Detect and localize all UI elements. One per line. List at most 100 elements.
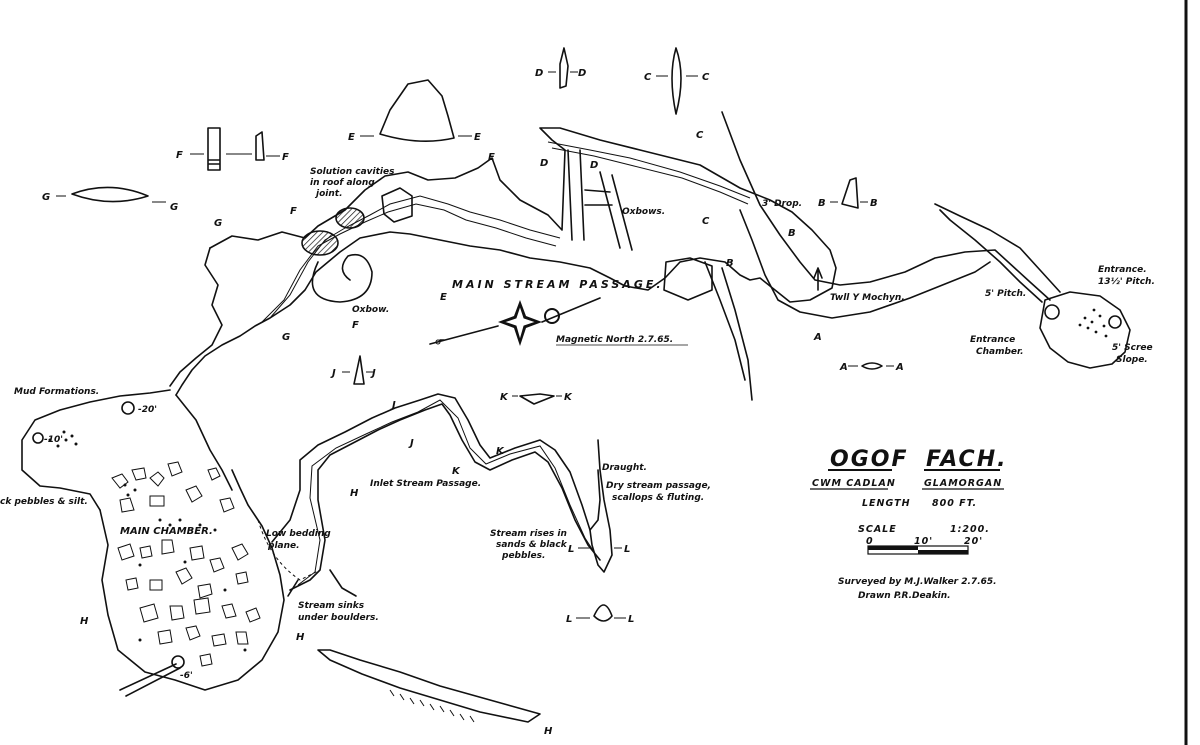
mud-formation-inner [175,394,233,491]
low-bedding-label-2: plane. [267,541,300,551]
drawn-by: Drawn P.R.Deakin. [858,591,951,601]
cave-name-1: OGOF [830,447,909,472]
pot-20ft [121,401,135,415]
svg-text:H: H [544,726,553,737]
svg-text:G: G [170,202,178,213]
svg-text:B: B [726,258,734,269]
svg-text:A: A [839,362,848,373]
east-passage-upper [721,111,1051,301]
scale-bar [867,545,969,555]
section-c-shape [671,47,682,115]
rock-block-2 [663,257,713,301]
svg-text:B: B [788,228,796,239]
svg-text:L: L [568,544,574,555]
depth-20-label: -20' [138,405,157,415]
svg-text:K: K [564,392,573,403]
oxbow-links [567,149,633,251]
section-k-shape [519,393,555,405]
svg-text:B: B [818,198,826,209]
svg-text:E: E [440,292,447,303]
svg-text:K: K [452,466,461,477]
svg-text:L: L [628,614,634,625]
length-value: 800 FT. [932,498,977,509]
dry-stream-label-1: Dry stream passage, [606,481,711,491]
scree-slope-label-1: 5' Scree [1112,343,1153,353]
rock-block [381,187,413,223]
svg-text:J: J [330,368,336,379]
depth-6-label: -6' [180,671,193,681]
scale-tick-20: 20' [964,536,983,547]
oxbow-loop-west [311,253,373,303]
title-block: OGOF FACH. CWM CADLAN GLAMORGAN LENGTH 8… [810,447,1005,601]
svg-text:G: G [42,192,50,203]
svg-text:C: C [696,130,704,141]
section-g-shape [71,186,149,203]
solution-cavities-2: in roof along [310,178,375,188]
upper-stream-line [547,141,751,205]
section-d-shape [559,47,569,89]
svg-text:G: G [214,218,222,229]
svg-text:D: D [535,68,543,79]
entrance-pitch-label-1: Entrance. [1098,265,1147,275]
section-f-shape-1 [207,127,221,171]
svg-text:G: G [282,332,290,343]
north-arrow-label: Magnetic North 2.7.65. [556,335,673,345]
stream-sinks-label-2: under boulders. [298,613,379,623]
svg-text:E: E [474,132,481,143]
entrance-chamber [1039,291,1131,369]
scree-dots [1078,308,1108,338]
length-label: LENGTH [862,498,911,509]
location-2: GLAMORGAN [924,478,1002,489]
surveyed-by: Surveyed by M.J.Walker 2.7.65. [838,577,997,587]
section-b-shape [841,177,859,209]
b-passage [704,261,753,401]
mud-formations-label: Mud Formations. [14,387,99,397]
compass-rose-icon [429,297,601,346]
svg-text:C: C [644,72,652,83]
section-letter-labels: D D C C E E F F G G B B A A J J K K L L … [42,68,904,737]
oxbow-label: Oxbow. [352,305,389,315]
main-stream-label: MAIN STREAM PASSAGE. [452,278,664,291]
solution-cavity-2 [335,207,365,229]
stream-rises-label-2: sands & black [496,540,568,550]
cave-outline-west-lower [169,247,223,387]
section-f-shape-2 [255,131,265,161]
svg-text:H: H [296,632,305,643]
svg-text:C: C [702,216,710,227]
pot-6ft [171,655,185,669]
scale-tick-10: 10' [914,536,933,547]
stream-rises-label-3: pebbles. [501,551,545,561]
boulder-field [111,461,261,667]
entrance-pitch-label-2: 13½' Pitch. [1098,277,1155,287]
pitch-5-label: 5' Pitch. [985,289,1026,299]
l-passage [589,439,613,573]
svg-text:K: K [496,446,505,457]
solution-cavities-1: Solution cavities [310,167,395,177]
inlet-stream-label: Inlet Stream Passage. [370,479,481,489]
cave-outline-west [175,127,837,396]
solution-cavities-3: joint. [314,189,342,199]
svg-text:D: D [578,68,586,79]
scale-ratio: 1:200. [950,524,990,535]
drop-arrow-icon [813,267,823,291]
stream-sink-lines [287,569,357,597]
low-bedding-dash [257,519,321,581]
main-chamber-label: MAIN CHAMBER. [120,526,213,537]
section-e-shape [379,79,455,142]
scree-hole [1108,315,1122,329]
mud-formation-passage [21,389,171,511]
svg-text:D: D [590,160,598,171]
inlet-stream-passage-inner [289,403,601,591]
entrance-crawl-south [939,209,1043,303]
svg-text:D: D [540,158,548,169]
twll-label: Twll Y Mochyn. [830,293,905,303]
svg-text:K: K [500,392,509,403]
svg-text:F: F [282,152,289,163]
drop-3-label: 3' Drop. [762,199,802,209]
svg-text:E: E [488,152,495,163]
entrance-crawl-north [934,203,1061,293]
svg-text:L: L [624,544,630,555]
section-h-hatch [389,689,475,723]
entrance-pitch-hole [1044,304,1060,320]
